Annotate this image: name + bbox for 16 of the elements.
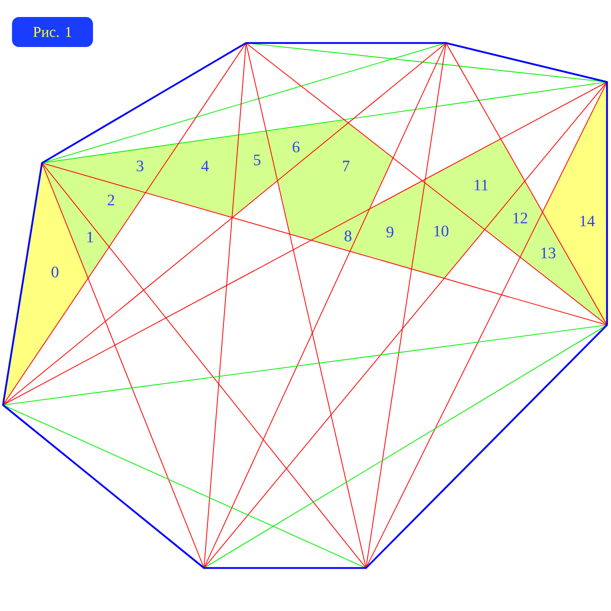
region-number: 5 — [254, 154, 260, 166]
title-badge: Рис. 1 — [12, 17, 93, 47]
region-number: 4 — [201, 160, 209, 172]
region-number: 9 — [386, 226, 394, 238]
region-number: 7 — [343, 160, 350, 172]
region-number: 11 — [474, 180, 488, 190]
region-number: 0 — [52, 266, 58, 278]
region-number: 6 — [292, 142, 300, 152]
region-number: 2 — [108, 194, 114, 206]
region-number: 10 — [434, 226, 448, 236]
region-number: 14 — [580, 216, 595, 226]
region-number: 13 — [541, 248, 556, 258]
region-number: 8 — [344, 230, 352, 242]
region-number: 3 — [136, 160, 144, 172]
region-number: 12 — [513, 212, 528, 224]
region-number: 1 — [87, 232, 94, 242]
